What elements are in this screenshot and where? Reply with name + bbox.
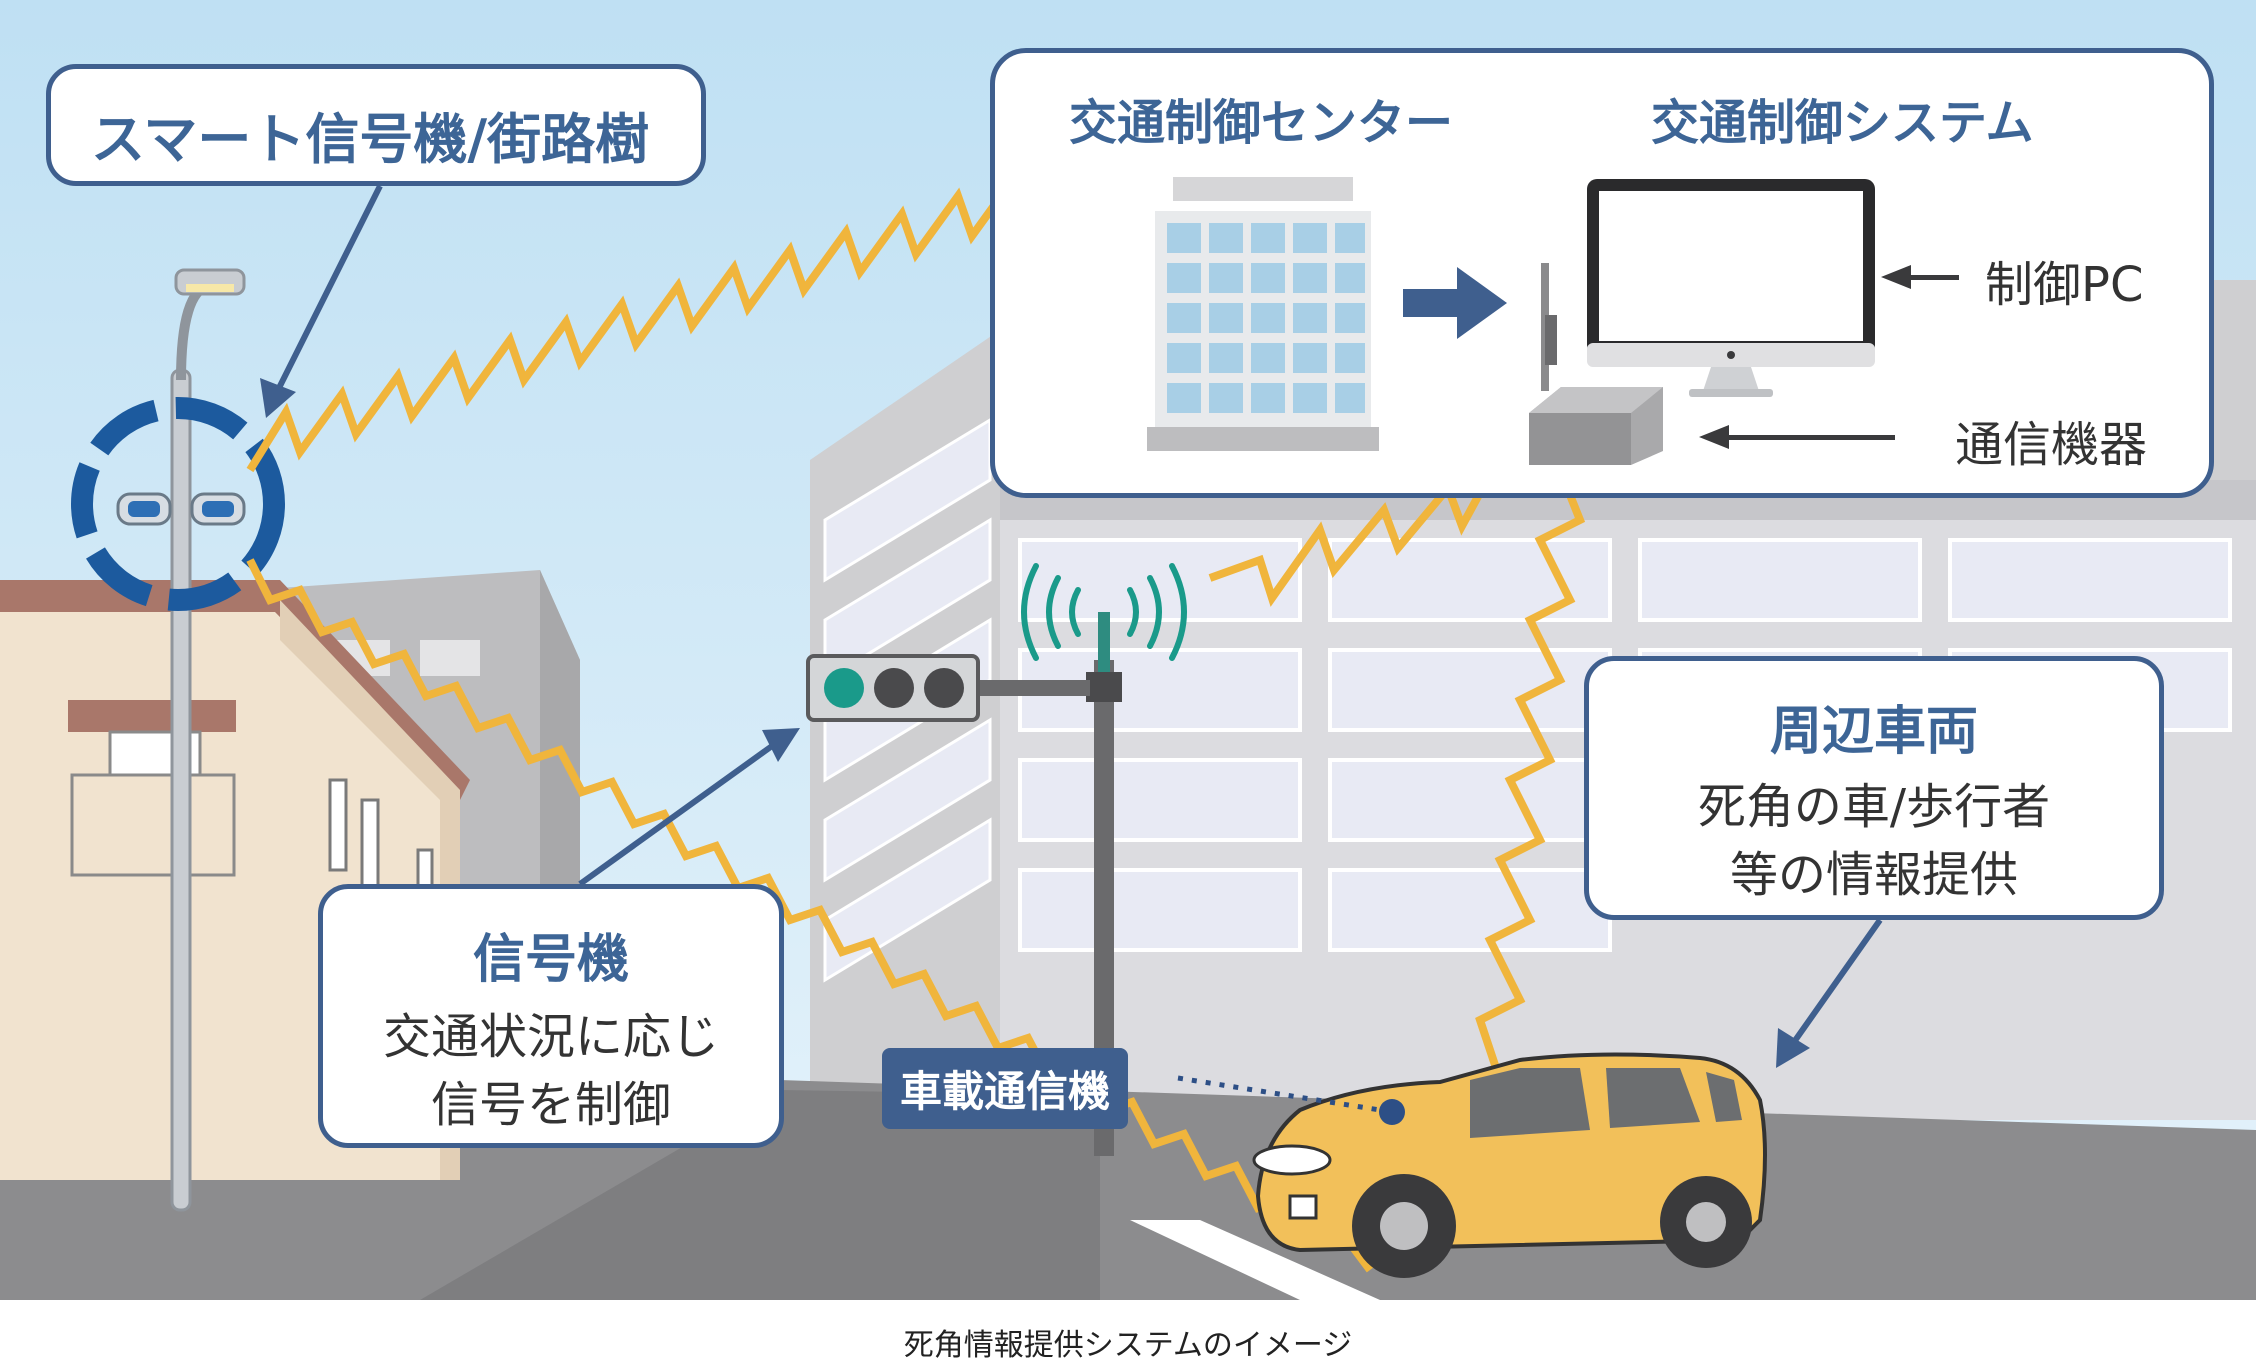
monitor-icon [1587,179,1875,397]
traffic-center-label: 交通制御センター [1069,95,1454,151]
vehicle-desc-line2: 等の情報提供 [1729,847,2018,903]
callout-arrows [260,184,1883,1068]
center-illustration [1147,177,1959,465]
building-icon [1147,177,1379,451]
wave-comm-to-car [1463,468,1586,1151]
smart-signal-ring-icon [71,397,285,611]
traffic-system-label: 交通制御システム [1651,95,2034,151]
signal-light-off-1 [874,668,914,708]
callout-traffic-control: 交通制御センター 交通制御システム [990,48,2214,498]
onboard-unit-label: 車載通信機 [882,1048,1129,1129]
wave-streetlight-to-center [246,169,1122,473]
wave-streetlight-to-car [246,558,1374,1273]
signal-light-off-2 [924,668,964,708]
callout-nearby-vehicles: 周辺車両 死角の車/歩行者 等の情報提供 [1584,656,2164,920]
communication-waves [246,169,1586,1273]
car [1252,1052,1767,1278]
comm-device-label: 通信機器 [1955,417,2148,473]
left-arrow-icons [1699,265,1959,449]
signal-title: 信号機 [472,930,629,990]
vehicle-title: 周辺車両 [1769,702,1978,762]
signal-light-green [824,668,864,708]
smart-streetlight [71,268,285,1212]
vehicle-desc-line1: 死角の車/歩行者 [1697,779,2051,835]
onboard-unit-dot [1379,1099,1405,1125]
figure-caption: 死角情報提供システムのイメージ [903,1328,1353,1363]
smart-signal-label: スマート信号機/街路樹 [91,108,650,171]
wave-comm-to-building [1208,454,1504,607]
control-pc-label: 制御PC [1985,257,2144,313]
callout-traffic-signal: 信号機 交通状況に応じ 信号を制御 [318,884,784,1148]
signal-desc-line1: 交通状況に応じ [382,1009,719,1065]
comm-device-icon [1529,263,1663,465]
radio-wave-icon [1021,563,1187,661]
signal-desc-line2: 信号を制御 [430,1077,671,1133]
onboard-dotted-line [1177,1075,1381,1113]
arrow-right-icon [1403,267,1507,339]
traffic-signal [806,563,1187,1156]
callout-smart-signal: スマート信号機/街路樹 [46,64,706,186]
